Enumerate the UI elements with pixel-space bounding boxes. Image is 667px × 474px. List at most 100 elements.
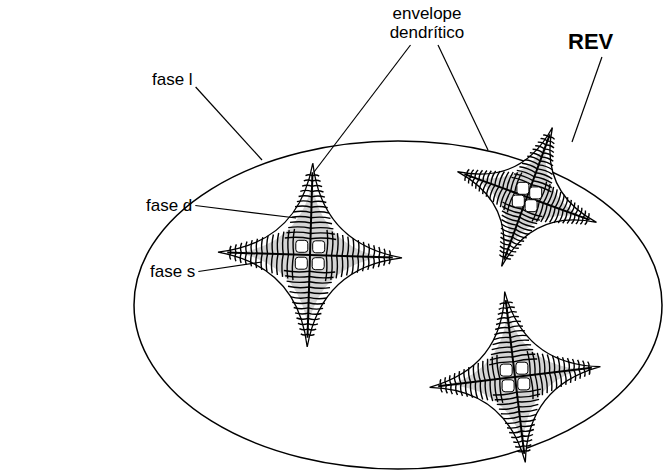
secondary-arm [543, 135, 549, 137]
dendrite [430, 292, 601, 463]
secondary-arm [500, 250, 507, 253]
secondary-arm [535, 375, 538, 398]
secondary-arm [466, 383, 468, 397]
secondary-arm [251, 253, 252, 266]
secondary-arm [470, 382, 472, 397]
secondary-arm [241, 243, 242, 253]
secondary-arm [520, 414, 537, 416]
secondary-arm [277, 233, 278, 254]
secondary-arm [541, 139, 548, 142]
secondary-arm [507, 307, 515, 308]
secondary-arm [495, 397, 518, 400]
secondary-arm [475, 170, 478, 178]
secondary-arm [480, 381, 482, 399]
secondary-arm [505, 257, 511, 259]
secondary-arm [492, 347, 512, 350]
phase-label: fase s [150, 262, 195, 281]
phase-label: fase l [152, 70, 193, 89]
secondary-arm [540, 374, 543, 395]
secondary-arm [311, 217, 330, 218]
secondary-arm [373, 245, 374, 257]
secondary-arm [347, 237, 348, 256]
secondary-arm [464, 369, 466, 383]
secondary-arm [311, 222, 332, 223]
secondary-arm [475, 382, 477, 399]
secondary-arm [297, 318, 309, 319]
secondary-arm [510, 335, 527, 337]
secondary-arm [311, 207, 327, 208]
primary-arm [308, 255, 310, 338]
secondary-arm [465, 175, 467, 181]
secondary-arm [298, 323, 308, 324]
secondary-arm [288, 286, 309, 287]
secondary-arm [478, 363, 480, 381]
secondary-arm [588, 362, 589, 369]
secondary-arm [283, 232, 284, 255]
secondary-arm [469, 177, 472, 184]
secondary-arm [456, 384, 458, 395]
secondary-arm [538, 142, 546, 145]
secondary-arm [536, 173, 552, 179]
secondary-arm [308, 334, 315, 335]
secondary-arm [373, 257, 374, 269]
secondary-arm [550, 373, 552, 391]
secondary-arm [559, 372, 561, 387]
secondary-arm [559, 195, 564, 209]
secondary-arm [503, 416, 520, 418]
secondary-arm [517, 394, 540, 397]
secondary-arm [503, 172, 509, 188]
secondary-arm [308, 324, 318, 325]
secondary-arm [579, 208, 582, 216]
secondary-arm [311, 228, 334, 229]
secondary-arm [446, 385, 448, 393]
secondary-arm [500, 246, 508, 249]
secondary-arm [513, 441, 523, 443]
secondary-arm [490, 380, 493, 401]
secondary-arm [533, 149, 543, 153]
secondary-arm [509, 321, 521, 323]
secondary-arm [308, 308, 323, 309]
interdendritic-pocket [500, 364, 512, 376]
secondary-arm [469, 367, 471, 382]
secondary-arm [519, 409, 537, 411]
secondary-arm [501, 233, 513, 237]
secondary-arm [584, 369, 585, 377]
secondary-arm [479, 181, 483, 191]
secondary-arm [309, 282, 332, 283]
secondary-arm [547, 187, 553, 205]
secondary-arm [312, 180, 320, 181]
secondary-arm [288, 227, 311, 228]
secondary-arm [513, 354, 536, 357]
secondary-arm [294, 308, 309, 309]
secondary-arm [486, 184, 491, 197]
secondary-arm [312, 186, 322, 187]
secondary-arm [511, 436, 522, 438]
secondary-arm [473, 365, 475, 382]
leader-line [314, 45, 411, 172]
secondary-arm [563, 197, 568, 210]
secondary-arm [297, 201, 312, 202]
secondary-arm [290, 292, 309, 293]
secondary-arm [511, 345, 531, 348]
secondary-arm [573, 359, 575, 370]
secondary-arm [532, 352, 535, 375]
secondary-arm [245, 253, 246, 265]
secondary-arm [357, 256, 358, 272]
secondary-arm [500, 303, 507, 304]
secondary-arm [285, 276, 309, 277]
secondary-arm [291, 297, 309, 298]
secondary-arm [500, 190, 506, 208]
secondary-arm [485, 381, 488, 401]
secondary-arm [304, 180, 312, 181]
interdendritic-pocket [516, 362, 528, 374]
dendrite [458, 128, 597, 267]
secondary-arm [547, 355, 549, 373]
secondary-arm [551, 189, 557, 205]
primary-arm [310, 255, 393, 257]
secondary-arm [358, 240, 359, 256]
secondary-arm [495, 328, 509, 330]
secondary-arm [519, 167, 535, 173]
secondary-arm [251, 240, 252, 253]
secondary-arm [472, 178, 475, 186]
secondary-arm [497, 188, 503, 204]
